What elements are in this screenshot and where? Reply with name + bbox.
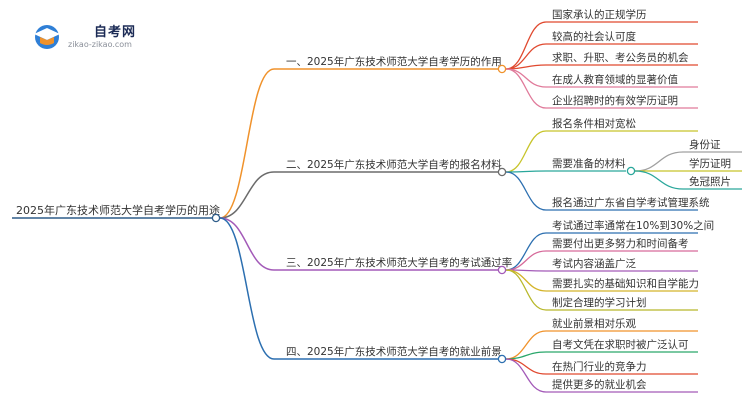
branch-connector <box>219 68 275 219</box>
leaf-label[interactable]: 在成人教育领域的显著价值 <box>552 73 678 86</box>
leaf-connector <box>505 269 547 292</box>
root-node-label[interactable]: 2025年广东技术师范大学自考学历的用途 <box>16 203 220 217</box>
leaf-label[interactable]: 制定合理的学习计划 <box>552 296 647 309</box>
leaf-label[interactable]: 需要付出更多努力和时间备考 <box>552 237 689 250</box>
leaf-label[interactable]: 考试通过率通常在10%到30%之间 <box>552 219 714 232</box>
subleaf-label[interactable]: 免冠照片 <box>689 175 731 188</box>
branch-1-collapse-toggle[interactable] <box>497 64 507 74</box>
subleaf-connector <box>634 170 684 190</box>
subleaf-label[interactable]: 学历证明 <box>689 157 731 170</box>
branch-4-label[interactable]: 四、2025年广东技术师范大学自考的就业前景 <box>286 345 502 358</box>
branch-1-label[interactable]: 一、2025年广东技术师范大学自考学历的作用 <box>286 55 502 68</box>
leaf-label[interactable]: 在热门行业的竞争力 <box>552 360 647 373</box>
leaf-label[interactable]: 企业招聘时的有效学历证明 <box>552 94 678 107</box>
branch-4-collapse-toggle[interactable] <box>497 354 507 364</box>
branch-3-label[interactable]: 三、2025年广东技术师范大学自考的考试通过率 <box>286 256 512 269</box>
logo-subtitle: zikao-zikao.com <box>68 40 132 49</box>
leaf-connector <box>505 130 547 173</box>
leaf-connector <box>505 330 547 360</box>
leaf-label[interactable]: 较高的社会认可度 <box>552 30 636 43</box>
root-collapse-toggle[interactable] <box>211 213 221 223</box>
leaf-connector <box>505 269 547 311</box>
leaf-connector <box>505 170 547 173</box>
subnode-collapse-toggle[interactable] <box>626 166 636 176</box>
graduation-cap-logo-icon <box>34 25 60 49</box>
leaf-connector <box>505 171 547 211</box>
leaf-label[interactable]: 报名通过广东省自学考试管理系统 <box>552 196 710 209</box>
leaf-label[interactable]: 提供更多的就业机会 <box>552 378 647 391</box>
logo-title: 自考网 <box>94 25 137 40</box>
mind-map-nodes: 2025年广东技术师范大学自考学历的用途 一、2025年广东技术师范大学自考学历的… <box>16 8 731 391</box>
branch-connector <box>219 217 275 360</box>
subleaf-label[interactable]: 身份证 <box>689 138 721 151</box>
leaf-label[interactable]: 报名条件相对宽松 <box>552 117 636 130</box>
branch-2-label[interactable]: 二、2025年广东技术师范大学自考的报名材料 <box>286 158 502 171</box>
leaf-label[interactable]: 就业前景相对乐观 <box>552 317 636 330</box>
leaf-label[interactable]: 需要准备的材料 <box>552 157 626 170</box>
leaf-connector <box>505 358 547 375</box>
branch-connector <box>219 217 275 271</box>
mind-map-edges <box>12 21 742 393</box>
leaf-label[interactable]: 求职、升职、考公务员的机会 <box>552 51 689 64</box>
branch-2-collapse-toggle[interactable] <box>497 167 507 177</box>
leaf-label[interactable]: 需要扎实的基础知识和自学能力 <box>552 277 699 290</box>
leaf-connector <box>505 358 547 393</box>
leaf-connector <box>505 68 547 88</box>
leaf-connector <box>505 68 547 109</box>
subleaf-connector <box>634 151 684 172</box>
leaf-label[interactable]: 考试内容涵盖广泛 <box>552 257 636 270</box>
leaf-label[interactable]: 国家承认的正规学历 <box>552 8 647 21</box>
site-logo[interactable]: 自考网 zikao-zikao.com <box>30 18 160 54</box>
branch-3-collapse-toggle[interactable] <box>497 265 507 275</box>
branch-connector <box>219 171 275 219</box>
leaf-label[interactable]: 自考文凭在求职时被广泛认可 <box>552 338 689 351</box>
